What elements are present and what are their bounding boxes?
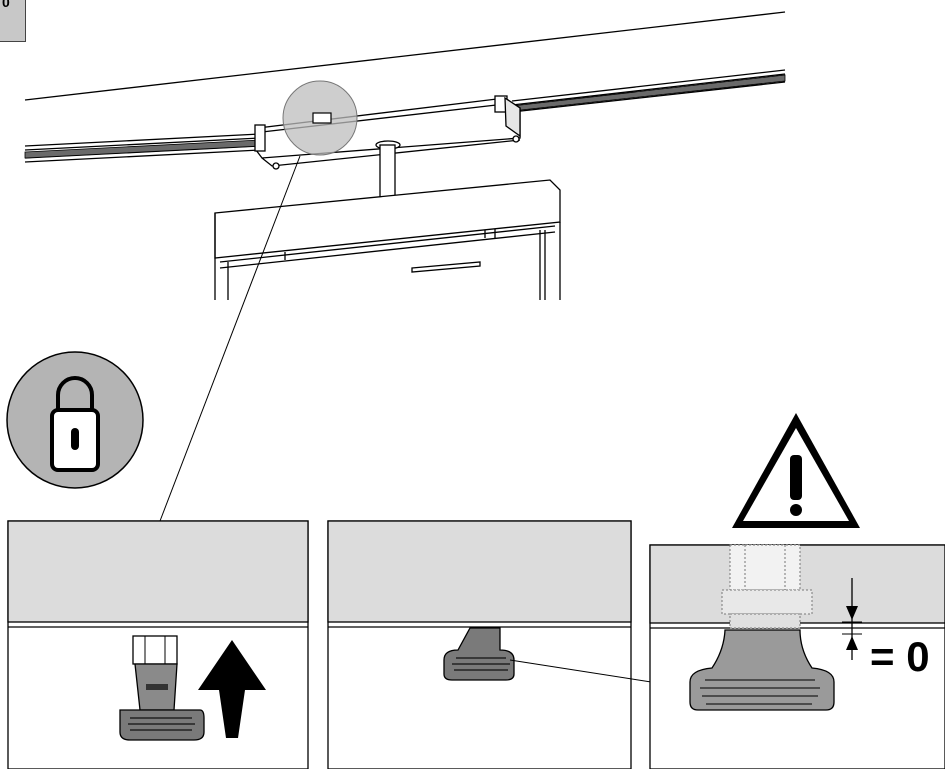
detail-panel-3 bbox=[649, 544, 945, 769]
up-arrow-icon bbox=[198, 640, 266, 738]
detail-magnifier bbox=[159, 80, 358, 522]
detail-panel-1 bbox=[7, 520, 309, 769]
hanger-rod bbox=[375, 140, 401, 198]
warning-triangle-icon bbox=[732, 413, 860, 528]
lock-icon bbox=[6, 351, 144, 489]
hanging-panel bbox=[214, 179, 561, 300]
step-number: 0 bbox=[2, 0, 10, 10]
detail-panel-2 bbox=[327, 520, 691, 769]
step-number-tab: 0 bbox=[0, 0, 26, 42]
ceiling-rail bbox=[24, 11, 786, 163]
zero-gap-label: = 0 bbox=[870, 633, 930, 680]
